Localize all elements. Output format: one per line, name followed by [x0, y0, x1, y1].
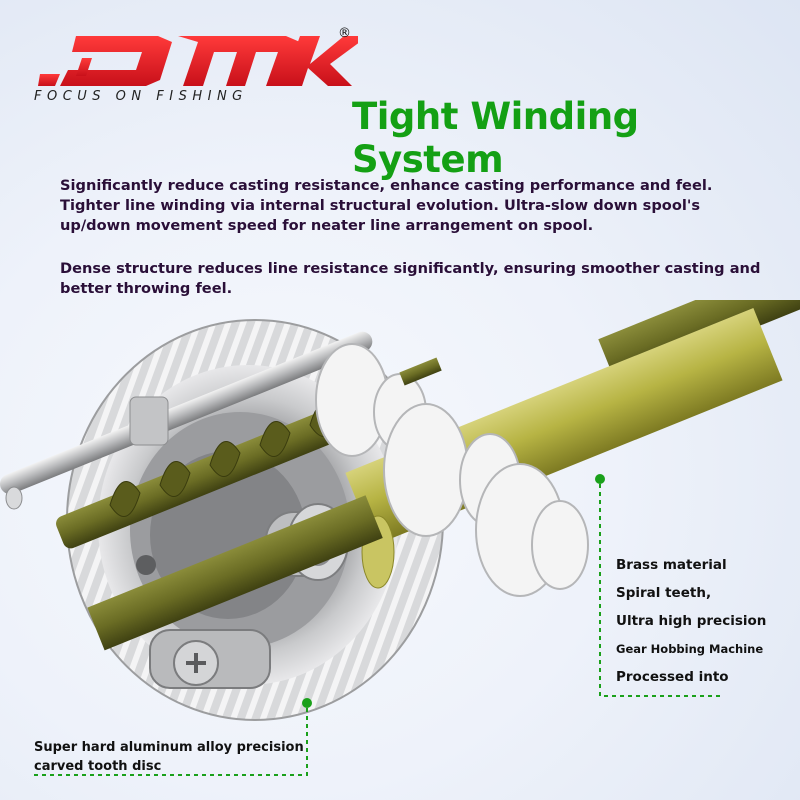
lower-bracket: [149, 629, 271, 689]
small-spindle: [399, 357, 442, 386]
registered-mark: ®: [338, 26, 351, 41]
brass-label-line-1: Brass material: [616, 557, 727, 573]
description-paragraph-1: Significantly reduce casting resistance,…: [60, 177, 713, 234]
brand-tagline: FOCUS ON FISHING: [34, 89, 248, 104]
aluminum-callout-line: [30, 698, 312, 776]
gear-system-illustration: [0, 300, 800, 776]
brass-label-line-2: Spiral teeth,: [616, 585, 712, 601]
white-gear-stack: [315, 343, 589, 597]
page-title: Tight Winding System: [352, 95, 639, 181]
pinion-shaft: [87, 495, 383, 651]
brass-label-line-4: Gear Hobbing Machine: [616, 642, 764, 656]
aluminum-disc-label: Super hard aluminum alloy precision carv…: [34, 740, 304, 774]
dmk-logo: [38, 36, 358, 86]
brass-label-line-3: Ultra high precision: [616, 613, 767, 629]
brass-label-line-5: Processed into: [616, 669, 729, 685]
brass-callout-line: [595, 474, 720, 697]
description-paragraph-2: Dense structure reduces line resistance …: [60, 260, 761, 297]
steel-guide-rod: [0, 331, 373, 510]
